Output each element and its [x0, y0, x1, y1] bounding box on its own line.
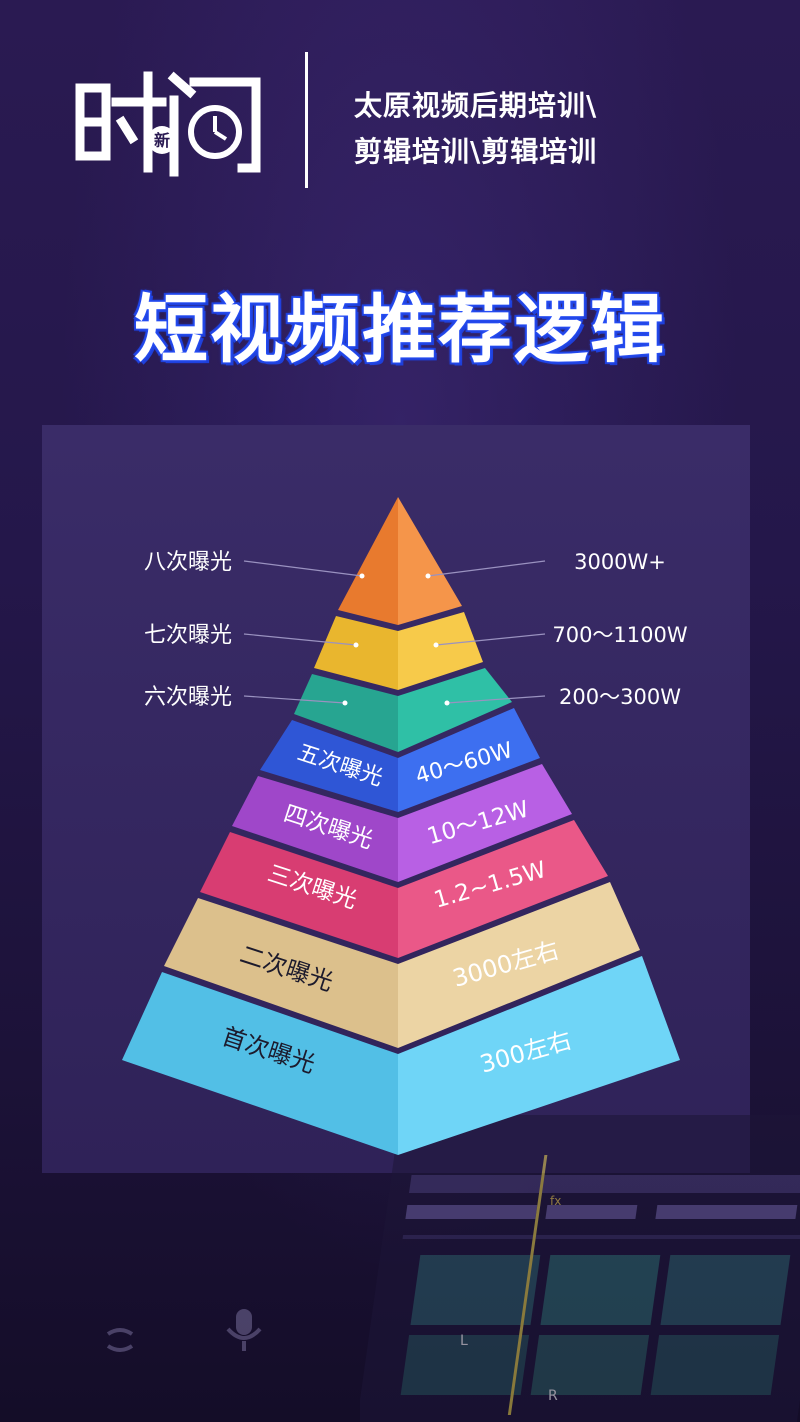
pyramid-level-right-face	[398, 956, 680, 1155]
leader-line	[446, 695, 546, 704]
track-label-r: R	[548, 1388, 558, 1404]
level-name-label: 八次曝光	[144, 550, 232, 575]
pyramid-level-left-face	[164, 898, 398, 1048]
pyramid-level-right-face	[398, 668, 512, 752]
pyramid-level-left-face	[232, 776, 398, 882]
subtitle-line-1: 太原视频后期培训\	[354, 89, 598, 122]
leader-dot	[359, 573, 365, 579]
pyramid-level-right-face	[398, 764, 572, 882]
pyramid-level-right-face	[398, 820, 608, 958]
pyramid-level-left-face	[260, 720, 398, 812]
editing-timeline-decoration: fx L R	[360, 1115, 800, 1422]
leader-line	[427, 560, 546, 577]
track-label-l: L	[460, 1333, 468, 1349]
leader-line	[243, 695, 346, 704]
level-name-label: 六次曝光	[144, 685, 232, 710]
fx-label: fx	[550, 1194, 561, 1208]
level-range-label: 3000W+	[574, 550, 666, 574]
pyramid-level-left-face	[314, 616, 398, 690]
pyramid-level-right-face	[398, 708, 540, 812]
leader-dot	[425, 573, 431, 579]
pyramid-level-right-face	[398, 497, 462, 625]
swirl-icon	[106, 1328, 134, 1352]
main-title: 短视频推荐逻辑	[134, 287, 666, 373]
level-range-label: 200～300W	[559, 685, 681, 709]
header-divider	[305, 52, 308, 188]
subtitle-line-2: 剪辑培训\剪辑培训	[354, 135, 598, 168]
pyramid-level-left-face	[338, 497, 398, 625]
brand-logo: 新	[75, 71, 261, 177]
pyramid-level-5	[232, 764, 572, 882]
leader-dot	[342, 700, 348, 706]
level-range-label: 700～1100W	[552, 623, 688, 647]
leader-line	[243, 560, 363, 577]
pyramid-level-left-face	[122, 972, 398, 1155]
leader-line	[243, 633, 357, 646]
leader-dot	[444, 700, 450, 706]
leader-dot	[353, 642, 359, 648]
leader-dot	[433, 642, 439, 648]
pyramid-level-right-face	[398, 882, 640, 1048]
pyramid-level-1	[338, 497, 462, 625]
pyramid-level-4	[260, 708, 540, 812]
pyramid-level-3	[294, 668, 512, 752]
pyramid-level-7	[164, 882, 640, 1048]
pyramid-level-8	[122, 956, 680, 1155]
leader-line	[435, 633, 546, 646]
microphone-icon	[226, 1309, 262, 1351]
pyramid-level-right-face	[398, 612, 483, 690]
level-name-label: 七次曝光	[144, 623, 232, 648]
pyramid-level-6	[200, 820, 608, 958]
pyramid-level-left-face	[200, 832, 398, 958]
pyramid-level-2	[314, 612, 483, 690]
pyramid-level-left-face	[294, 674, 398, 752]
logo-badge: 新	[154, 131, 170, 150]
